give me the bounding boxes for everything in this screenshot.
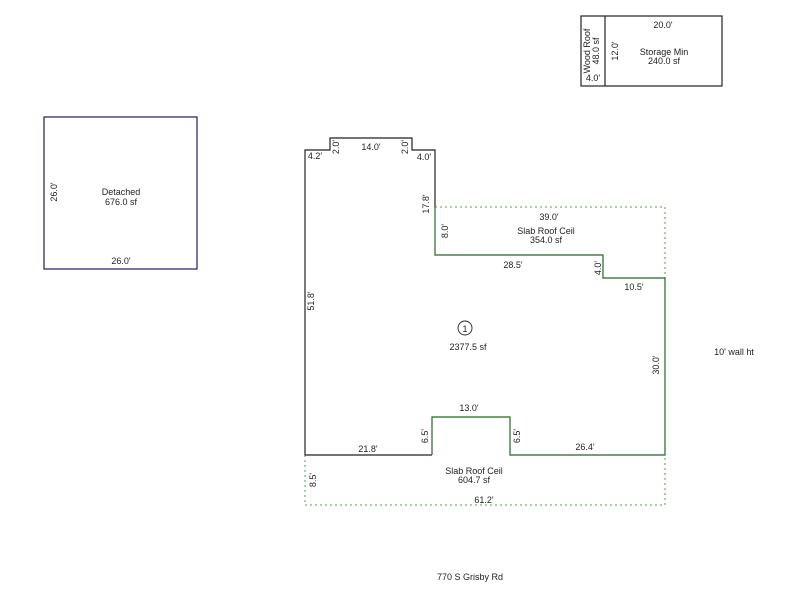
area-marker-circle — [457, 320, 473, 336]
storage-outline — [580, 15, 723, 87]
dim-top-right-step: 4.0' — [417, 152, 432, 162]
slab-upper-dashed — [435, 206, 666, 278]
slab-lower-dashed — [304, 455, 666, 506]
slab-lower-dim-left: 8.5' — [308, 473, 318, 488]
slab-lower-name: Slab Roof Ceil — [445, 466, 503, 476]
dim-bottom-notch-right: 6.5' — [512, 429, 522, 444]
area-marker-number: 1 — [462, 324, 467, 334]
dim-mid: 28.5' — [503, 260, 523, 270]
dim-slab-inner: 8.0' — [440, 224, 450, 239]
dim-right: 30.0' — [651, 355, 661, 375]
wood-roof-area: 48.0 sf — [591, 37, 601, 65]
dim-notch-left: 2.0' — [331, 140, 341, 155]
dim-notch-right: 2.0' — [400, 140, 410, 155]
dim-right-upper: 17.8' — [421, 194, 431, 214]
storage-name: Storage Min — [640, 47, 689, 57]
dim-step-right: 4.0' — [593, 261, 603, 276]
slab-upper-name: Slab Roof Ceil — [517, 226, 575, 236]
address-label: 770 S Grisby Rd — [437, 572, 503, 582]
detached-name: Detached — [102, 187, 141, 197]
main-outline-black — [304, 137, 436, 456]
dim-bottom-right: 26.4' — [575, 442, 595, 452]
dim-top-left-step: 4.2' — [308, 151, 323, 161]
detached-dim-left: 26.0' — [49, 182, 59, 202]
dim-bottom-notch-top: 13.0' — [459, 403, 479, 413]
dim-right-short: 10.5' — [624, 282, 644, 292]
dim-left: 51.8' — [306, 291, 316, 311]
storage-dim-left: 12.0' — [610, 41, 620, 61]
dim-top: 14.0' — [361, 142, 381, 152]
dim-bottom-notch-left: 6.5' — [420, 429, 430, 444]
storage-area: 240.0 sf — [648, 56, 681, 66]
slab-upper-dim-top: 39.0' — [539, 212, 559, 222]
slab-lower-area: 604.7 sf — [458, 475, 491, 485]
detached-area: 676.0 sf — [105, 197, 138, 207]
main-outline-green — [431, 207, 666, 456]
dim-bottom-left: 21.8' — [358, 444, 378, 454]
detached-outline — [43, 116, 198, 270]
wood-roof-label: Wood Roof — [582, 28, 592, 73]
wall-height-note: 10' wall ht — [714, 347, 754, 357]
storage-dim-top: 20.0' — [653, 20, 673, 30]
detached-dim-bottom: 26.0' — [111, 256, 131, 266]
wood-roof-dim: 4.0' — [586, 73, 601, 83]
slab-lower-dim-bottom: 61.2' — [474, 495, 494, 505]
slab-upper-area: 354.0 sf — [530, 235, 563, 245]
main-area: 2377.5 sf — [449, 342, 487, 352]
